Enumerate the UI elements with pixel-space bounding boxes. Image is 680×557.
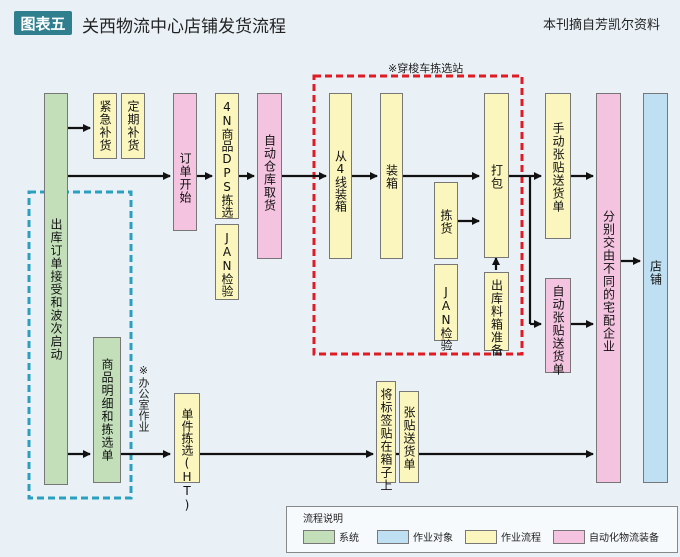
legend-label-automation: 自动化物流装备 [589,533,659,544]
regular-replenish-label: 定期补货 [126,100,140,152]
shuttle-station-note: ※穿梭车拣选站 [388,62,464,75]
box-prep-label: 出库料箱准备 [489,279,504,357]
box-prep-box: 出库料箱准备 [484,272,509,357]
legend-label-process: 作业流程 [501,533,541,544]
jan-check-label-1: JAN检验 [220,231,234,297]
figure-badge: 图表五 [14,11,72,35]
legend-swatch-process [465,529,497,544]
legend-swatch-automation [553,529,585,544]
manual-label-box: 手动张贴送货单 [545,93,571,239]
order-receive-label: 出库订单接受和波次启动 [49,217,63,361]
order-start-box: 订单开始 [173,93,197,231]
product-detail-label: 商品明细和拣选单 [100,358,114,462]
order-start-label: 订单开始 [178,152,192,204]
jan-check-label-2: JAN检验 [439,285,453,351]
auto-warehouse-label: 自动仓库取货 [262,134,277,212]
figure-source: 本刊摘自芳凯尔资料 [542,18,660,33]
picking-box: 拣货 [434,182,458,259]
office-work-region [27,190,133,500]
packing-label: 打包 [489,164,504,190]
picking-label: 拣货 [439,209,453,235]
order-receive-box: 出库订单接受和波次启动 [44,93,68,485]
legend-swatch-system [303,529,335,544]
store-label: 店铺 [648,260,663,286]
jan-check-box-2: JAN检验 [434,264,458,351]
legend-item-target: 作业对象 [377,529,453,544]
distribute-courier-box: 分别交由不同的宅配企业 [596,93,621,483]
post-slip-label: 张贴送货单 [402,406,416,471]
jan-check-box-1: JAN检验 [215,224,239,300]
legend-item-process: 作业流程 [465,529,541,544]
legend-swatch-target [377,529,409,544]
figure-title: 关西物流中心店铺发货流程 [82,17,286,37]
office-work-note: ※办公室作业 [137,364,150,432]
regular-replenish-box: 定期补货 [121,93,145,159]
shuttle-station-region [312,74,524,356]
tag-box-label: 将标签贴在箱子上 [379,388,393,492]
distribute-courier-label: 分别交由不同的宅配企业 [601,210,616,353]
urgent-replenish-label: 紧急补货 [98,100,112,152]
auto-label-label: 自动张贴送货单 [551,285,565,376]
four-line-boxing-label: 从4线装箱 [333,150,348,212]
product-detail-box: 商品明细和拣选单 [93,337,121,483]
legend-item-system: 系统 [303,529,359,544]
four-line-boxing-box: 从4线装箱 [329,93,352,259]
store-box: 店铺 [643,93,668,483]
tag-box-box: 将标签贴在箱子上 [376,381,396,492]
four-n-picking-box: 4N商品DPS拣选 [215,93,239,219]
packing-box: 打包 [484,93,509,258]
four-n-picking-label: 4N商品DPS拣选 [220,100,234,218]
legend-item-automation: 自动化物流装备 [553,529,659,544]
post-slip-box: 张贴送货单 [399,391,419,483]
single-picking-box: 单件拣选(HT) [174,393,200,512]
boxing-box: 装箱 [380,93,403,259]
single-picking-label: 单件拣选(HT) [180,408,194,512]
boxing-label: 装箱 [384,164,399,190]
auto-label-box: 自动张贴送货单 [545,278,571,376]
legend-label-system: 系统 [339,533,359,544]
manual-label-label: 手动张贴送货单 [551,122,565,213]
legend-label-target: 作业对象 [413,533,453,544]
legend-title: 流程说明 [303,514,343,525]
auto-warehouse-box: 自动仓库取货 [257,93,282,259]
legend: 流程说明 系统 作业对象 作业流程 自动化物流装备 [286,506,678,553]
urgent-replenish-box: 紧急补货 [93,93,117,159]
